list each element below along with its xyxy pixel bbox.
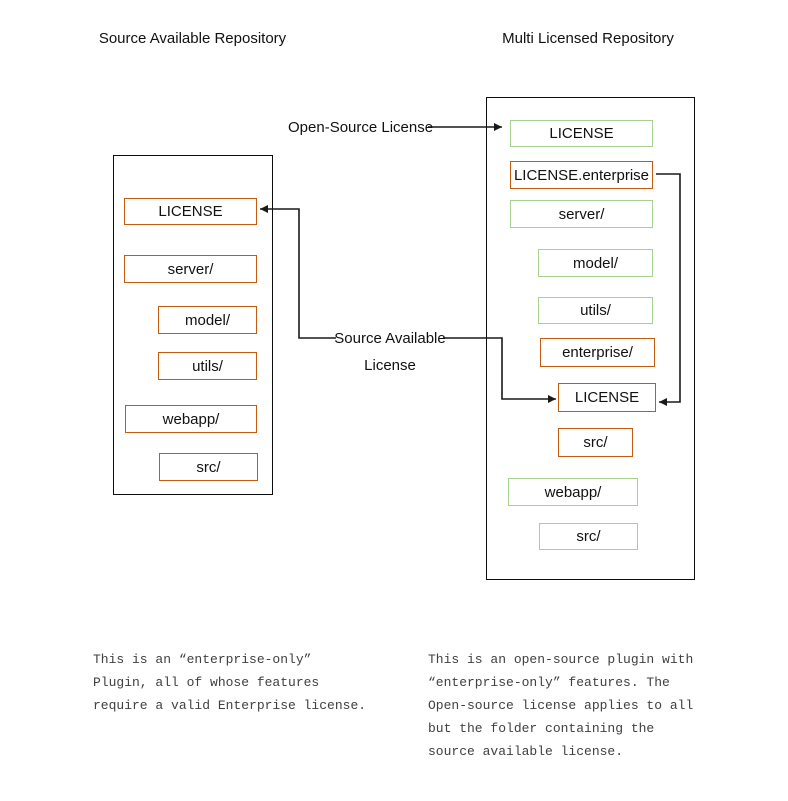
left-license-box: LICENSE — [124, 198, 257, 225]
source-available-license-label-line2: License — [364, 357, 416, 374]
right-enterprise-src-box: src/ — [558, 428, 633, 457]
file-label: server/ — [167, 260, 214, 278]
file-label: webapp/ — [544, 483, 602, 501]
right-license-enterprise-box: LICENSE.enterprise — [510, 161, 653, 189]
file-label: LICENSE — [549, 125, 614, 142]
file-label: model/ — [184, 311, 231, 329]
left-model-box: model/ — [158, 306, 257, 334]
right-repo-caption: This is an open-source plugin with “ente… — [428, 648, 693, 763]
open-source-license-label: Open-Source License — [288, 119, 434, 136]
caption-line: “enterprise-only” features. The — [428, 675, 670, 690]
right-enterprise-license-box: LICENSE — [558, 383, 656, 412]
file-label: utils/ — [192, 357, 223, 375]
caption-line: Open-source license applies to all — [428, 698, 694, 713]
file-label: enterprise/ — [562, 344, 633, 361]
right-webapp-box: webapp/ — [508, 478, 638, 506]
right-model-box: model/ — [538, 249, 653, 277]
file-label: model/ — [572, 254, 619, 272]
left-repo-title: Source Available Repository — [98, 30, 287, 47]
file-label: LICENSE — [574, 389, 640, 406]
file-label: webapp/ — [162, 410, 220, 428]
left-src-box: src/ — [159, 453, 258, 481]
caption-line: This is an “enterprise-only” — [93, 652, 312, 667]
source-available-license-label-line1: Source Available — [334, 330, 446, 347]
caption-line: require a valid Enterprise license. — [93, 698, 367, 713]
right-license-box: LICENSE — [510, 120, 653, 147]
file-label: LICENSE — [158, 203, 223, 220]
file-label: utils/ — [580, 302, 611, 319]
right-utils-box: utils/ — [538, 297, 653, 324]
file-label: src/ — [576, 528, 601, 545]
left-webapp-box: webapp/ — [125, 405, 257, 433]
caption-line: This is an open-source plugin with — [428, 652, 694, 667]
right-webapp-src-box: src/ — [539, 523, 638, 550]
caption-line: but the folder containing the — [428, 721, 655, 736]
left-utils-box: utils/ — [158, 352, 257, 380]
file-label: LICENSE.enterprise — [513, 166, 650, 184]
left-repo-caption: This is an “enterprise-only” Plugin, all… — [93, 648, 366, 717]
file-label: src/ — [583, 434, 608, 451]
file-label: server/ — [558, 205, 605, 223]
right-server-box: server/ — [510, 200, 653, 228]
right-enterprise-folder-box: enterprise/ — [540, 338, 655, 367]
caption-line: source available license. — [428, 744, 624, 759]
caption-line: Plugin, all of whose features — [93, 675, 320, 690]
left-server-box: server/ — [124, 255, 257, 283]
right-repo-title: Multi Licensed Repository — [502, 30, 674, 47]
file-label: src/ — [196, 458, 221, 476]
